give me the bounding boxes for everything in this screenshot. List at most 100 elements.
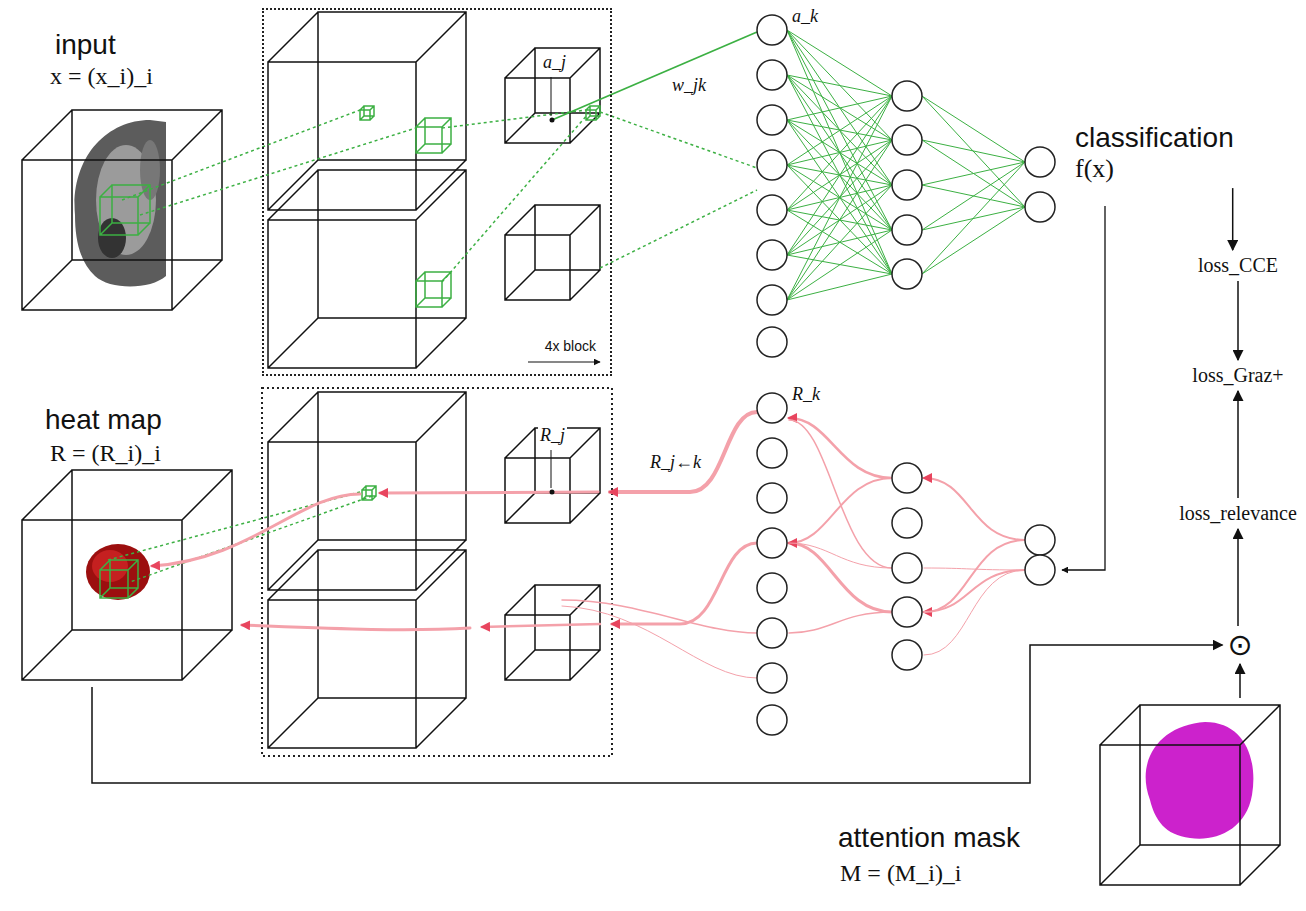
weight-line — [787, 96, 892, 255]
neuron — [892, 81, 922, 111]
weight-line — [787, 96, 892, 165]
neuron — [757, 195, 787, 225]
neuron — [757, 393, 787, 423]
receptive-field-line — [442, 114, 588, 282]
relevance-flow — [924, 570, 1025, 655]
loss-label: loss_relevance — [1179, 502, 1297, 525]
feature-cube — [505, 205, 600, 300]
neuron — [892, 553, 922, 583]
weight-line — [922, 162, 1025, 185]
neuron — [757, 705, 787, 735]
relevance-symbol: R_j — [538, 425, 567, 446]
weight-line — [922, 140, 1025, 162]
weight-line — [922, 140, 1025, 207]
relevance-flow — [789, 543, 892, 568]
relevance-flow — [924, 570, 1025, 612]
neuron — [757, 285, 787, 315]
leader-line — [551, 450, 552, 488]
activation-dot — [550, 118, 555, 123]
output-label: classificationf(x) — [1072, 120, 1237, 186]
relevance-flow — [789, 543, 892, 612]
weight-line — [922, 207, 1025, 274]
mask-volume: attention mask M = (M_i)_i — [838, 700, 1290, 900]
relevance-flow — [612, 543, 757, 624]
feature-cube — [505, 48, 600, 143]
receptive-field-line — [442, 110, 586, 128]
weight-line — [787, 75, 892, 230]
neuron — [757, 618, 787, 648]
activation-dot — [550, 490, 555, 495]
neuron — [1025, 555, 1055, 585]
weight-line — [787, 75, 892, 96]
relevance-flow — [562, 606, 757, 678]
relevance-symbol: R_k — [790, 384, 822, 405]
relevance-flow — [924, 568, 1025, 570]
loss-term: loss_CCE — [1195, 252, 1281, 279]
weight-line — [787, 30, 892, 185]
flow-arrow — [1237, 391, 1239, 498]
weight-line — [552, 32, 757, 120]
neuron — [757, 663, 787, 693]
receptive-field-cube — [100, 185, 150, 235]
relevance-symbol: R_j←k — [648, 452, 703, 473]
feature-cube — [268, 392, 466, 590]
loss-label: loss_CCE — [1198, 254, 1278, 277]
neuron — [757, 60, 787, 90]
input-volume: inputx = (x_i)_i — [20, 25, 230, 320]
neuron — [1025, 147, 1055, 177]
volume-cube — [22, 470, 232, 680]
weight-line — [787, 30, 892, 96]
weight-line — [787, 96, 892, 120]
block-arrow — [528, 361, 600, 362]
neuron — [892, 508, 922, 538]
loss-term: loss_Graz+ — [1189, 362, 1286, 389]
receptive-field-line — [122, 110, 360, 200]
weight-symbol: w_jk — [670, 75, 708, 96]
weight-line — [787, 140, 892, 300]
receptive-field-cube — [100, 560, 138, 598]
math-symbol: M = (M_i)_i — [840, 860, 962, 888]
receptive-field-line — [600, 190, 757, 268]
feature-cube — [268, 550, 466, 748]
neuron — [757, 573, 787, 603]
math-symbol: R = (R_i)_i — [50, 440, 161, 468]
weight-line — [787, 230, 892, 300]
relevance-flow — [482, 624, 600, 627]
block-label: 4x block — [545, 338, 596, 354]
flow-arrow — [1232, 188, 1234, 250]
relevance-flow — [562, 600, 757, 633]
neuron — [757, 240, 787, 270]
flow-arrow — [1239, 664, 1241, 698]
loss-label: loss_Graz+ — [1192, 364, 1283, 387]
weight-line — [922, 162, 1025, 230]
receptive-field-cube — [416, 118, 451, 153]
feature-cube — [268, 170, 466, 368]
operator-symbol: ⊙ — [1227, 630, 1252, 660]
math-symbol: f(x) — [1075, 154, 1234, 184]
panel-title: heat map — [45, 404, 162, 436]
heatmap-blob — [86, 544, 150, 600]
brain-image — [75, 120, 166, 287]
receptive-field-cube — [416, 272, 451, 307]
heatmap-volume: heat map R = (R_i)_i — [20, 400, 235, 685]
weight-line — [787, 185, 892, 300]
neuron — [757, 528, 787, 558]
neuron — [757, 483, 787, 513]
relevance-flow — [924, 540, 1025, 612]
loss-term: loss_relevance — [1176, 500, 1300, 527]
hadamard-op: ⊙ — [1224, 628, 1255, 662]
receptive-field-cube — [362, 486, 376, 500]
relevance-flow — [789, 612, 892, 633]
neuron — [757, 15, 787, 45]
flow-arrow — [1237, 281, 1239, 360]
relevance-flow — [242, 625, 470, 630]
panel-title: attention mask — [838, 822, 1020, 854]
panel-title: classification — [1075, 122, 1234, 154]
activation-symbol: a_j — [541, 52, 568, 73]
weight-line — [787, 96, 892, 300]
receptive-field-cube — [360, 106, 374, 120]
weight-line — [787, 75, 892, 185]
flow-arrow — [92, 645, 1222, 783]
neuron — [757, 150, 787, 180]
neuron — [892, 640, 922, 670]
